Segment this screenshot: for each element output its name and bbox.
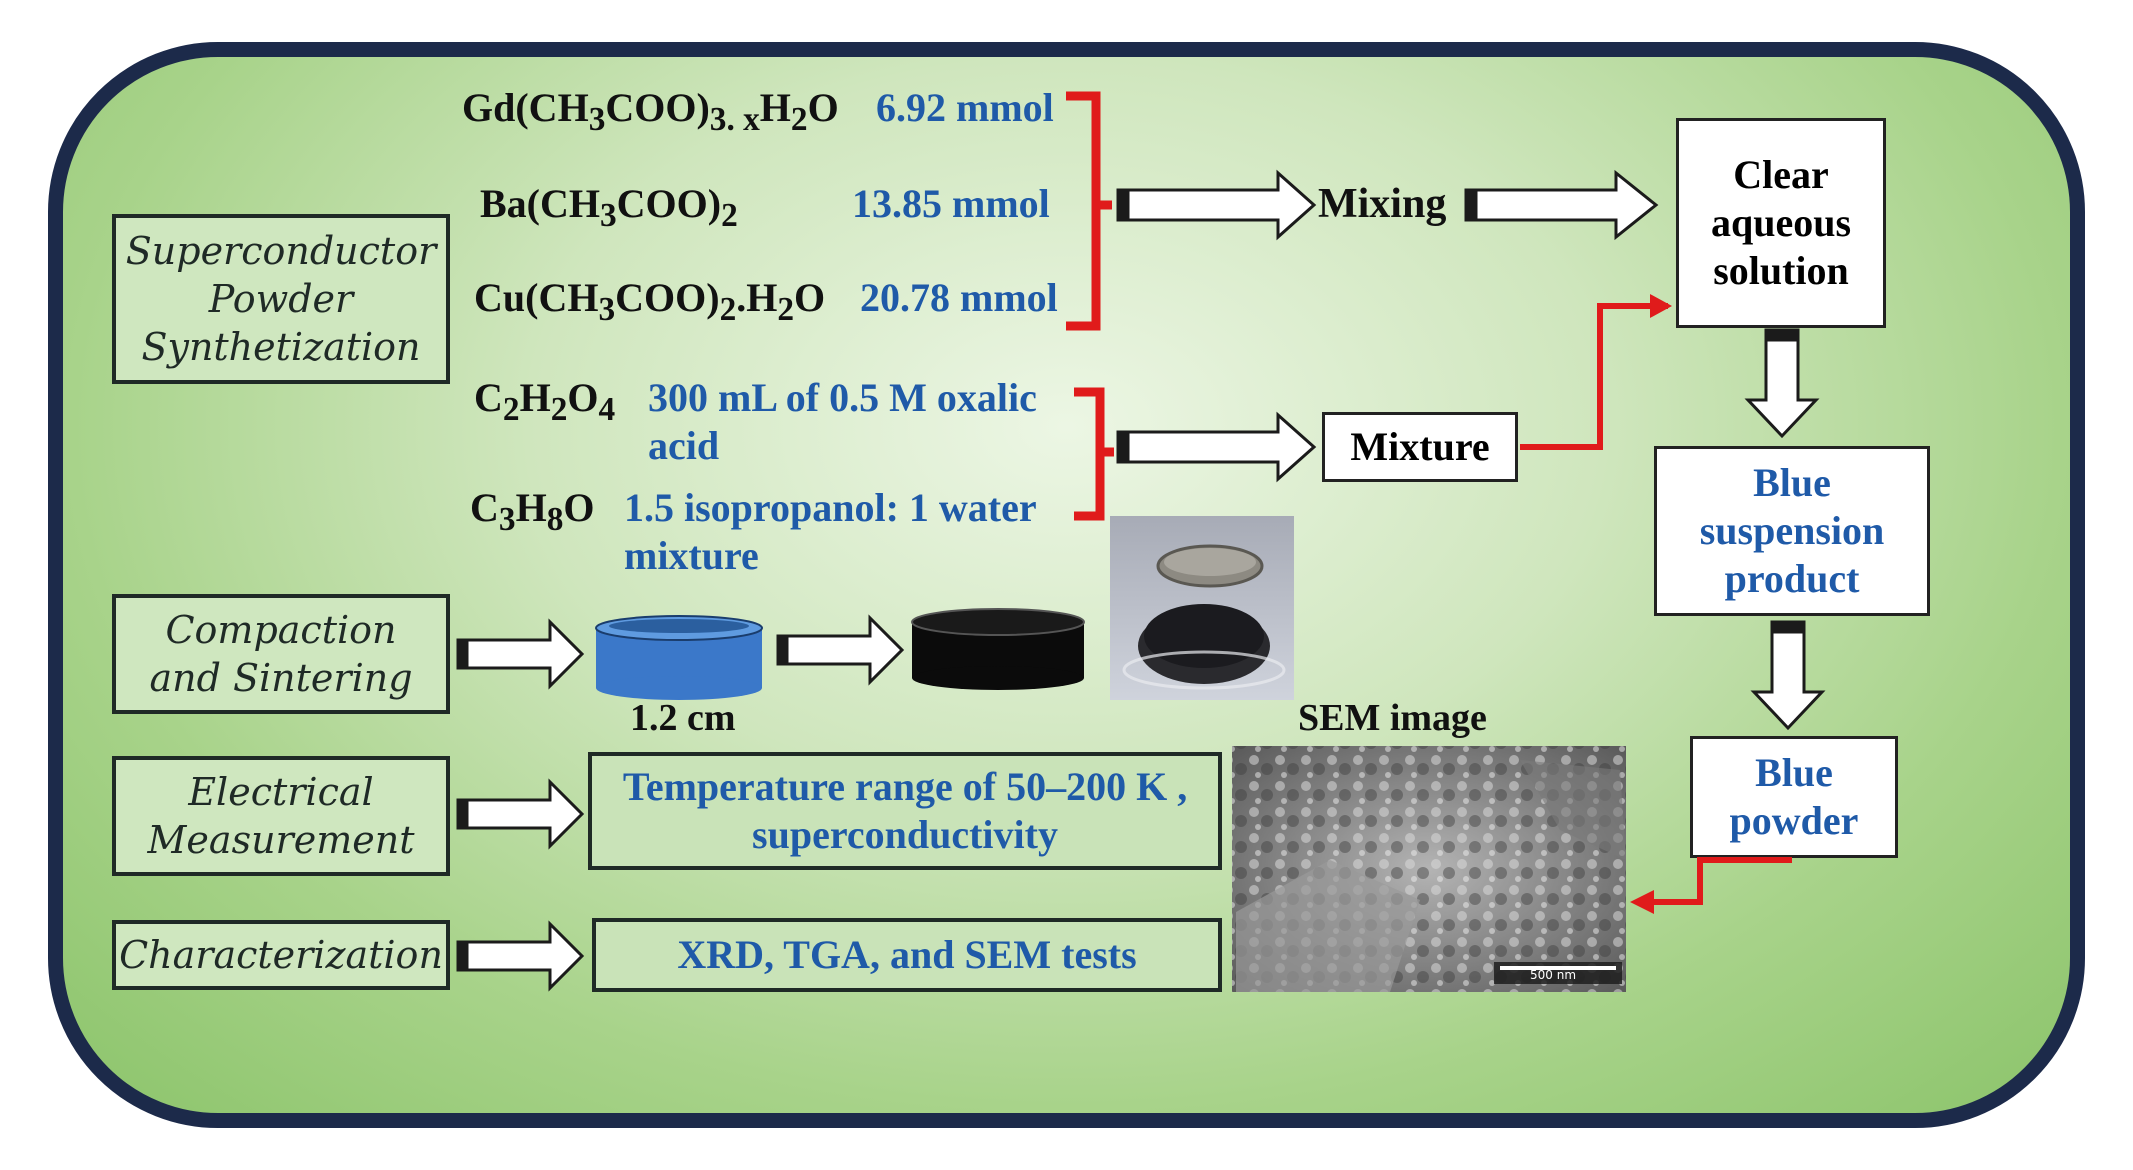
connector-powder-to-sem [1642, 857, 1792, 905]
amount-gd: 6.92 mmol [876, 85, 1054, 130]
arrow-characterization [456, 920, 585, 992]
pellet-black [911, 608, 1085, 690]
result-electrical: Temperature range of 50–200 K , supercon… [588, 752, 1222, 870]
stage-synthesis: Superconductor Powder Synthetization [112, 214, 450, 384]
reagent-ba-acetate: Ba(CH3COO)2 [480, 181, 738, 234]
amount-cu: 20.78 mmol [860, 275, 1058, 320]
amount-isopropanol: 1.5 isopropanol: 1 water mixture [624, 485, 1037, 578]
arrow-compaction-2 [776, 614, 905, 686]
arrow-clear-to-suspension [1744, 328, 1820, 439]
step-clear-solution: Clear aqueous solution [1676, 118, 1886, 328]
step-mixture: Mixture [1322, 412, 1518, 482]
sem-scale-label: 500 nm [1530, 968, 1577, 982]
arrowhead-clear [1650, 294, 1672, 318]
connector-mixture-to-clear [1520, 303, 1668, 450]
pellet-photo [1110, 516, 1294, 700]
arrow-to-mixing [1116, 169, 1317, 241]
arrow-mixing-to-clear [1464, 169, 1659, 241]
step-blue-suspension: Blue suspension product [1654, 446, 1930, 616]
reagent-cu-acetate: Cu(CH3COO)2.H2O [474, 275, 826, 328]
step-blue-powder: Blue powder [1690, 736, 1898, 858]
arrow-compaction-1 [456, 618, 585, 690]
pellet-size-label: 1.2 cm [630, 697, 736, 739]
sem-image [1232, 746, 1626, 992]
stage-electrical: Electrical Measurement [112, 756, 450, 876]
arrow-to-mixture [1116, 411, 1317, 483]
bracket-acetates [1066, 91, 1112, 331]
stage-compaction: Compaction and Sintering [112, 594, 450, 714]
bracket-solvents [1074, 387, 1114, 521]
sem-title: SEM image [1298, 697, 1487, 739]
amount-ba: 13.85 mmol [852, 181, 1050, 226]
arrow-suspension-to-powder [1750, 620, 1826, 731]
arrowhead-sem [1630, 890, 1654, 914]
pellet-mold [595, 615, 763, 700]
arrow-electrical [456, 778, 585, 850]
stage-characterization: Characterization [112, 920, 450, 990]
amount-oxalic: 300 mL of 0.5 M oxalic acid [648, 375, 1037, 468]
reagent-isopropanol: C3H8O [470, 485, 595, 538]
reagent-oxalic: C2H2O4 [474, 375, 616, 428]
result-characterization: XRD, TGA, and SEM tests [592, 918, 1222, 992]
reagent-gd-acetate: Gd(CH3COO)3. xH2O [462, 85, 839, 138]
step-mixing: Mixing [1318, 181, 1447, 227]
